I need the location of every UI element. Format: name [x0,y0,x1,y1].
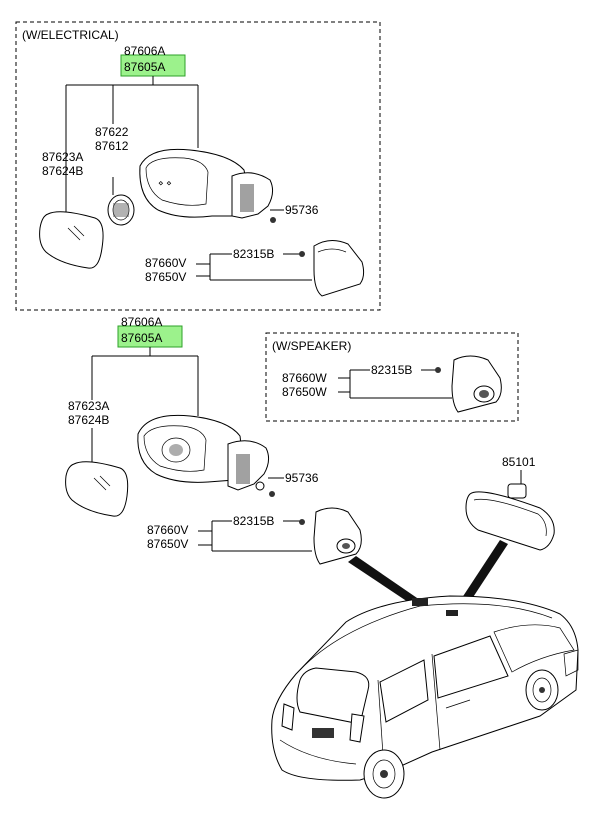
car-license-plate [312,728,334,738]
standard-cover-part-a[interactable]: 87660V [147,523,188,537]
standard-assembly-part-top[interactable]: 87606A [121,315,162,329]
standard-mirror-housing-drawing [137,414,241,483]
outside-mirror-pointer [348,556,420,606]
inside-mirror-pointer [454,540,508,614]
electrical-mirror-housing-drawing: ⋄ ⋄ [139,148,246,218]
electrical-cover-leaders [196,253,312,281]
car-outside-mirror [412,598,428,606]
car-rear-window [296,667,370,725]
car-side-window-rear [379,659,429,723]
electrical-screw-icon [270,217,276,223]
standard-assembly-leaders [91,347,199,462]
section-speaker: (W/SPEAKER) 87660W 87650W 82315B [265,332,519,422]
standard-glass-part-b[interactable]: 87624B [68,413,109,427]
speaker-cover-part-b[interactable]: 87650W [282,385,327,399]
standard-glass-part-a[interactable]: 87623A [68,399,109,413]
section-standard: 87606A 87605A 87623A 87624B [65,315,362,565]
standard-mirror-cover-drawing [313,507,362,565]
speaker-mirror-cover-drawing [451,355,502,413]
standard-cover-bolt-part[interactable]: 82315B [233,514,274,528]
electrical-glass-part-b[interactable]: 87624B [42,164,83,178]
speaker-cover-bolt-part[interactable]: 82315B [371,363,412,377]
standard-bolt-icon [299,519,305,525]
section-inside-mirror: 85101 [465,455,555,551]
standard-base-bracket-drawing [227,440,270,491]
electrical-assembly-part-main[interactable]: 87605A [124,60,165,74]
electrical-actuator-drawing [107,194,135,226]
electrical-housing-inner-mark: ⋄ ⋄ [158,178,172,188]
electrical-assembly-part-top[interactable]: 87606A [124,44,165,58]
electrical-glass-part-a[interactable]: 87623A [42,150,83,164]
electrical-cover-part-a[interactable]: 87660V [145,256,186,270]
car-inside-mirror [446,610,458,616]
standard-assembly-part-main[interactable]: 87605A [121,331,162,345]
standard-cover-part-b[interactable]: 87650V [147,537,188,551]
electrical-section-title: (W/ELECTRICAL) [22,28,119,42]
speaker-cover-part-a[interactable]: 87660W [282,371,327,385]
speaker-section-title: (W/SPEAKER) [272,339,351,353]
section-electrical: (W/ELECTRICAL) 87606A 87605A 87622 87612… [15,21,381,311]
electrical-cover-part-b[interactable]: 87650V [145,270,186,284]
electrical-bolt-icon [299,251,305,257]
electrical-assembly-leaders [65,76,199,212]
electrical-section-border [15,21,381,311]
car-front-wheel [525,669,559,711]
car-rear-wheel [363,749,405,799]
inside-mirror-drawing [465,483,555,551]
electrical-base-bracket-drawing [231,172,274,219]
electrical-mirror-cover-drawing [313,240,365,297]
electrical-actuator-part-a[interactable]: 87622 [95,125,129,139]
standard-screw-icon [269,491,275,497]
electrical-actuator-part-b[interactable]: 87612 [95,139,129,153]
car-side-window-front [433,635,509,699]
electrical-cover-bolt-part[interactable]: 82315B [233,247,274,261]
speaker-cover-leaders [338,369,452,399]
standard-screw-part[interactable]: 95736 [285,471,319,485]
standard-cover-leaders [198,520,312,552]
inside-mirror-part[interactable]: 85101 [502,455,536,469]
speaker-section-border [265,332,519,422]
car-illustration [271,540,579,799]
speaker-bolt-icon [435,367,441,373]
standard-mirror-glass-drawing [65,461,129,517]
electrical-screw-part[interactable]: 95736 [285,203,319,217]
electrical-mirror-glass-drawing [39,211,104,269]
